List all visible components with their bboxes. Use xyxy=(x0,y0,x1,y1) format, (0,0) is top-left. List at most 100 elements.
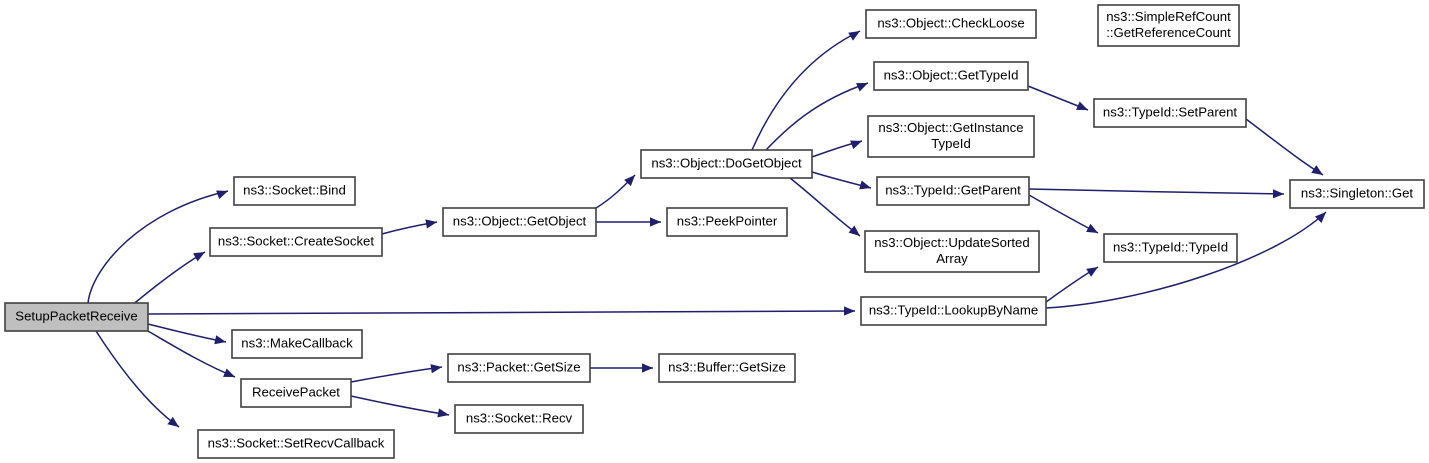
edge-setup-to-makecallback xyxy=(147,323,227,343)
edge-getparent-to-typeidtypeid xyxy=(1028,194,1099,234)
node-label: ns3::Packet::GetSize xyxy=(457,359,580,374)
nodes-layer: SetupPacketReceivens3::Socket::Bindns3::… xyxy=(4,4,1425,459)
node-box[interactable] xyxy=(240,378,352,408)
edge-receivepacket-to-socketrecv xyxy=(350,395,450,416)
arrowheads-layer xyxy=(167,31,1326,427)
node-label: SetupPacketReceive xyxy=(15,308,137,323)
edge-receivepacket-to-packetgetsize xyxy=(350,366,443,383)
node-getparent[interactable]: ns3::TypeId::GetParent xyxy=(876,176,1030,206)
node-label: ns3::Socket::SetRecvCallback xyxy=(208,435,385,450)
node-setparent[interactable]: ns3::TypeId::SetParent xyxy=(1093,98,1247,128)
arrowhead xyxy=(223,368,235,377)
node-simplerefcount[interactable]: ns3::SimpleRefCount::GetReferenceCount xyxy=(1097,4,1240,47)
edge-dogetobject-to-gettypeid xyxy=(765,82,869,151)
node-label: ns3::PeekPointer xyxy=(677,213,778,228)
arrowhead xyxy=(1076,101,1088,110)
edge-getparent-to-singletonget xyxy=(1028,188,1285,195)
node-label: ns3::Object::GetTypeId xyxy=(884,67,1019,82)
node-box[interactable] xyxy=(666,207,788,237)
node-label: ns3::Object::CheckLoose xyxy=(877,15,1024,30)
node-typeidtypeid[interactable]: ns3::TypeId::TypeId xyxy=(1103,233,1238,263)
node-label: Array xyxy=(936,251,968,266)
node-label: ns3::Object::DoGetObject xyxy=(651,155,802,170)
node-box[interactable] xyxy=(860,296,1047,326)
node-box[interactable] xyxy=(864,230,1040,273)
node-box[interactable] xyxy=(873,61,1029,91)
node-label: ns3::Socket::CreateSocket xyxy=(218,233,374,248)
node-singletonget[interactable]: ns3::Singleton::Get xyxy=(1289,179,1425,209)
arrowhead xyxy=(193,252,205,262)
node-box[interactable] xyxy=(876,176,1030,206)
edge-dogetobject-to-checkloose xyxy=(751,30,861,151)
arrowhead xyxy=(425,219,437,229)
node-createsocket[interactable]: ns3::Socket::CreateSocket xyxy=(209,227,383,257)
node-checkloose[interactable]: ns3::Object::CheckLoose xyxy=(865,9,1037,39)
node-setrecvcallback[interactable]: ns3::Socket::SetRecvCallback xyxy=(197,429,395,459)
edge-setup-to-setrecvcallback xyxy=(95,330,180,428)
node-setup[interactable]: SetupPacketReceive xyxy=(4,302,149,332)
node-box[interactable] xyxy=(1289,179,1425,209)
node-box[interactable] xyxy=(4,302,149,332)
node-box[interactable] xyxy=(233,176,356,206)
node-peekpointer[interactable]: ns3::PeekPointer xyxy=(666,207,788,237)
node-label: ns3::TypeId::LookupByName xyxy=(869,302,1038,317)
arrowhead xyxy=(1086,267,1098,277)
arrowhead xyxy=(850,140,862,150)
node-box[interactable] xyxy=(640,149,813,179)
node-packetgetsize[interactable]: ns3::Packet::GetSize xyxy=(447,353,591,383)
node-label: ns3::Object::GetObject xyxy=(453,213,587,228)
node-box[interactable] xyxy=(1093,98,1247,128)
node-label: ::GetReferenceCount xyxy=(1106,25,1231,40)
arrowhead xyxy=(650,217,661,227)
node-dogetobject[interactable]: ns3::Object::DoGetObject xyxy=(640,149,813,179)
arrowhead xyxy=(167,416,179,427)
node-receivepacket[interactable]: ReceivePacket xyxy=(240,378,352,408)
arrowhead xyxy=(216,190,228,200)
node-box[interactable] xyxy=(658,353,796,383)
node-label: ns3::Singleton::Get xyxy=(1301,185,1414,200)
edge-lookupbyname-to-singletonget xyxy=(1045,211,1327,309)
node-label: TypeId xyxy=(931,136,971,151)
node-label: ns3::SimpleRefCount xyxy=(1106,9,1231,24)
node-socketrecv[interactable]: ns3::Socket::Recv xyxy=(454,404,584,434)
node-bind[interactable]: ns3::Socket::Bind xyxy=(233,176,356,206)
node-box[interactable] xyxy=(209,227,383,257)
arrowhead xyxy=(848,31,860,41)
arrowhead xyxy=(848,225,860,236)
arrowhead xyxy=(844,306,855,316)
edge-setup-to-bind xyxy=(87,190,229,304)
node-label: ns3::MakeCallback xyxy=(241,335,353,350)
node-label: ReceivePacket xyxy=(252,384,340,399)
node-makecallback[interactable]: ns3::MakeCallback xyxy=(231,329,363,359)
node-box[interactable] xyxy=(454,404,584,434)
node-box[interactable] xyxy=(1103,233,1238,263)
node-box[interactable] xyxy=(865,9,1037,39)
node-box[interactable] xyxy=(447,353,591,383)
arrowhead xyxy=(1311,165,1323,175)
arrowhead xyxy=(1086,223,1098,233)
node-label: ns3::Object::UpdateSorted xyxy=(874,235,1029,250)
node-gettypeid[interactable]: ns3::Object::GetTypeId xyxy=(873,61,1029,91)
node-getobject[interactable]: ns3::Object::GetObject xyxy=(442,207,597,237)
node-box[interactable] xyxy=(442,207,597,237)
node-label: ns3::Socket::Recv xyxy=(466,410,573,425)
node-lookupbyname[interactable]: ns3::TypeId::LookupByName xyxy=(860,296,1047,326)
node-box[interactable] xyxy=(231,329,363,359)
edge-dogetobject-to-updatesortedarray xyxy=(789,177,861,237)
arrowhead xyxy=(856,83,868,92)
arrowhead xyxy=(642,363,653,373)
edge-setup-to-lookupbyname xyxy=(147,310,856,315)
node-box[interactable] xyxy=(1097,4,1240,47)
arrowhead xyxy=(859,180,871,190)
node-buffergetsize[interactable]: ns3::Buffer::GetSize xyxy=(658,353,796,383)
arrowhead xyxy=(214,335,226,345)
node-label: ns3::Object::GetInstance xyxy=(878,120,1023,135)
node-box[interactable] xyxy=(867,115,1035,158)
node-box[interactable] xyxy=(197,429,395,459)
node-label: ns3::TypeId::GetParent xyxy=(885,182,1021,197)
node-label: ns3::TypeId::TypeId xyxy=(1113,239,1228,254)
arrowhead xyxy=(430,364,442,374)
